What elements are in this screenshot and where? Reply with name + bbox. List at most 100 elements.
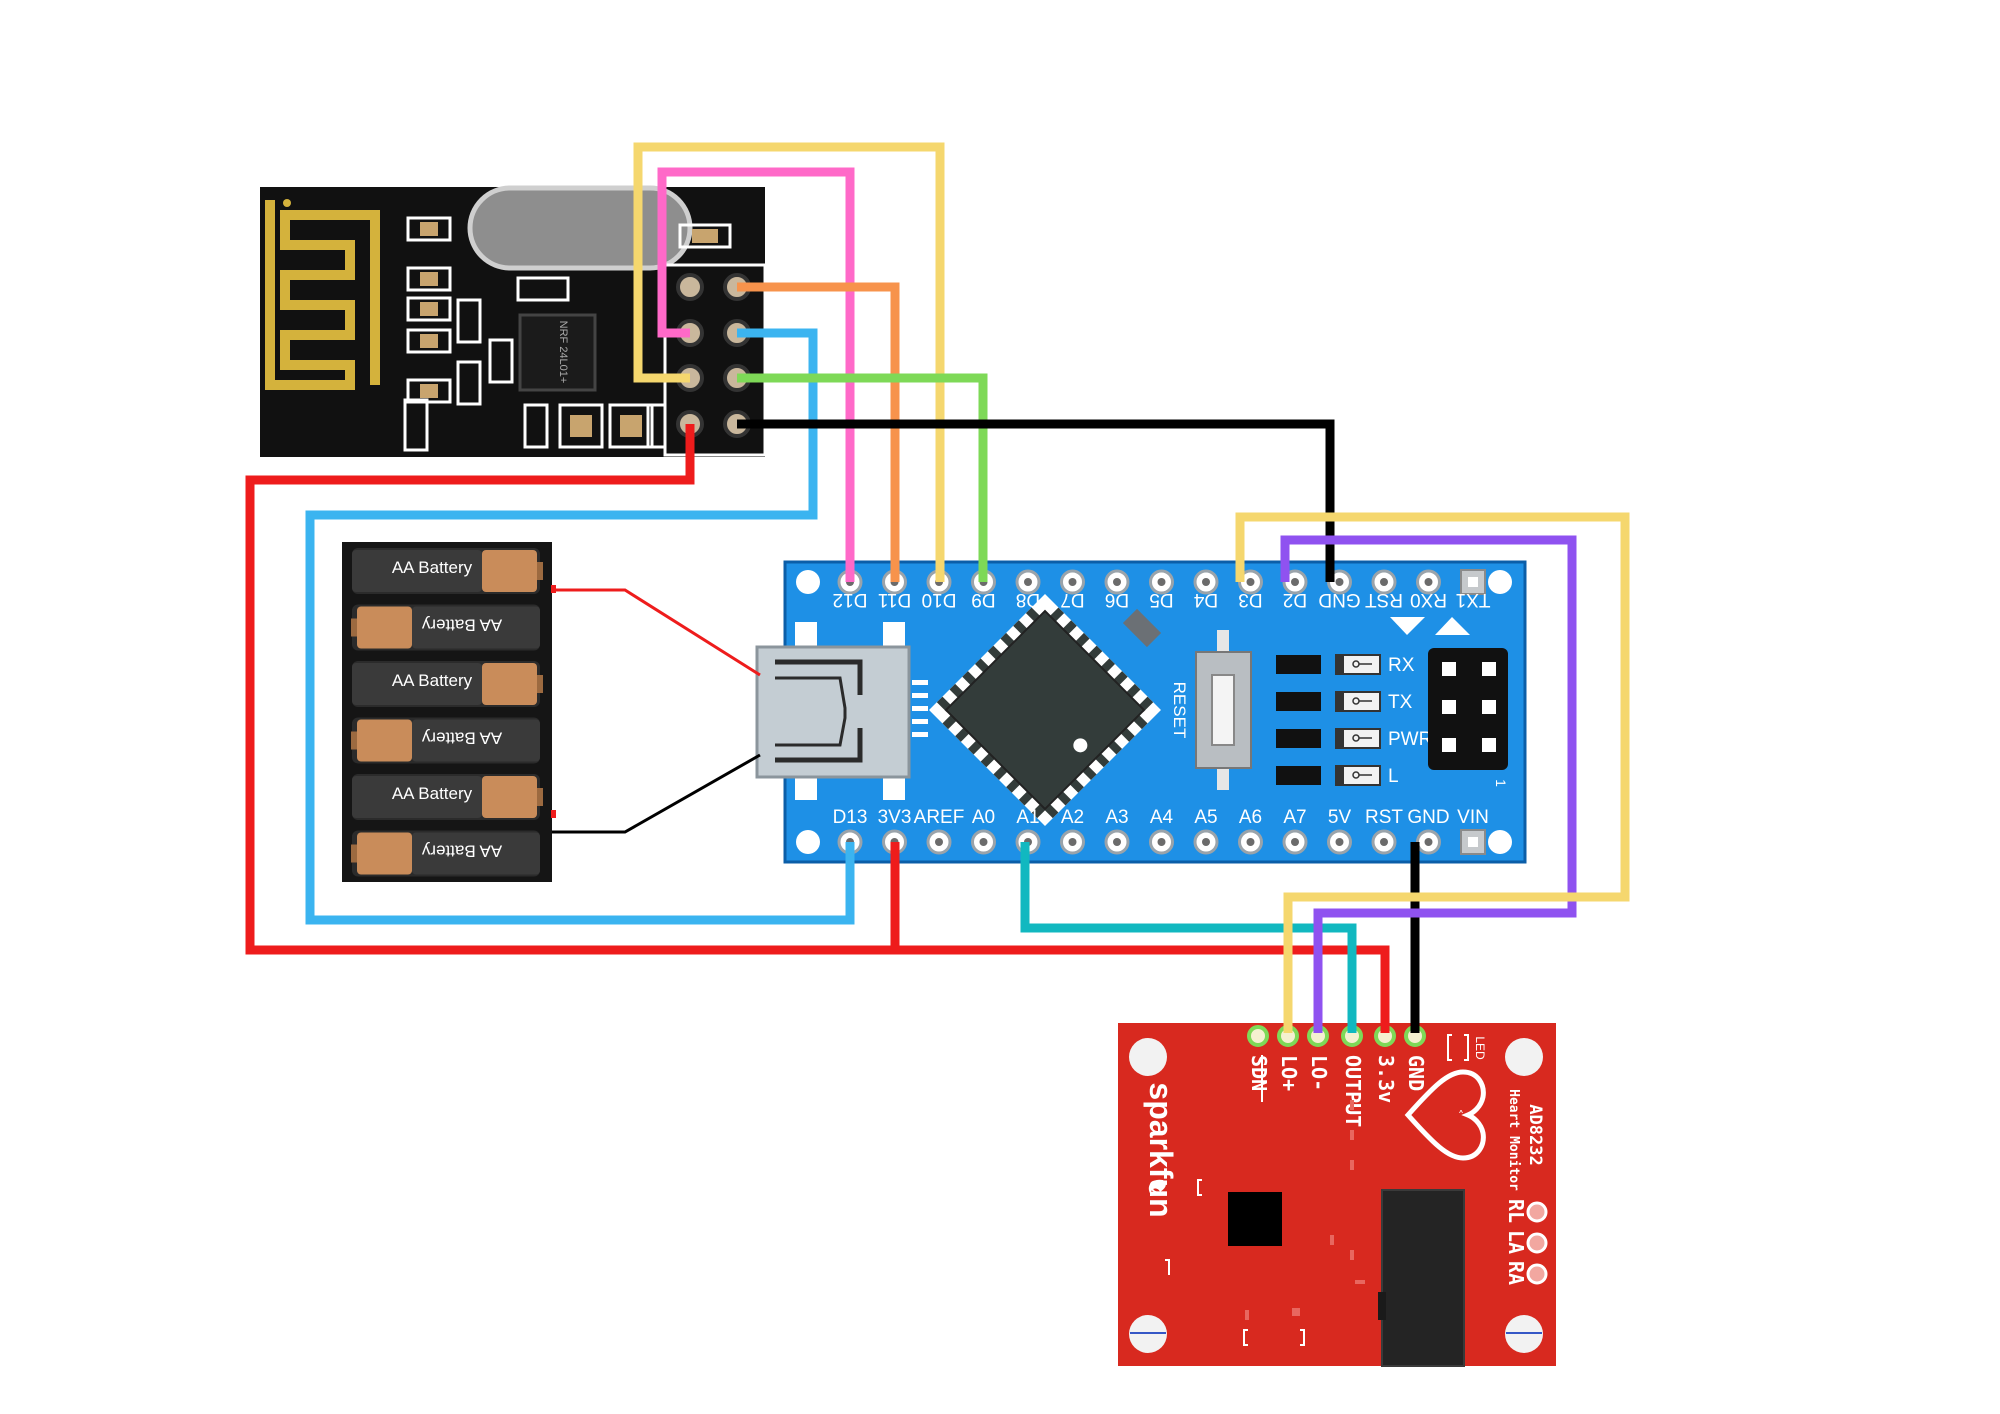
wire-yellow-d3-lo-plus (1235, 512, 1630, 1033)
pin-label-a6: A6 (1239, 807, 1262, 828)
pin-label-5v: 5V (1328, 807, 1352, 828)
electrode-label-la: LA (1504, 1230, 1528, 1254)
battery-label: AA Battery (392, 784, 473, 803)
wire-battery-negative (552, 753, 761, 834)
pin-label-d6: D6 (1105, 589, 1129, 610)
aa-battery: AA Battery (351, 717, 540, 764)
pin-label-vin: VIN (1457, 807, 1489, 828)
pin-label-d3: D3 (1238, 589, 1262, 610)
wire-battery-positive (552, 588, 761, 677)
electrode-jack (1381, 1189, 1465, 1367)
led-resistor (1276, 729, 1321, 748)
sensor-pin-label-3-3v: 3.3v (1374, 1055, 1398, 1103)
pin-label-rst: RST (1365, 807, 1403, 828)
wire-blue-nrf-d13 (305, 328, 855, 925)
pin-label-a1: A1 (1016, 807, 1039, 828)
heart-pulse-glyph: ˄ (1458, 1109, 1464, 1123)
microcontroller-chip (929, 594, 1161, 826)
sensor-pin-label-gnd: GND (1404, 1055, 1428, 1091)
battery-label: AA Battery (421, 616, 502, 635)
pin-label-gnd: GND (1407, 807, 1449, 828)
pin-label-tx1: TX1 (1456, 589, 1491, 610)
sensor-pin-label-sdn: SDN (1247, 1055, 1271, 1091)
pin-label-rst: RST (1365, 589, 1403, 610)
flame-icon (1148, 1179, 1166, 1196)
sensor-pin-sdn (1247, 1025, 1269, 1047)
pin-label-rx0: RX0 (1410, 589, 1447, 610)
nrf24l01-module: NRF 24L01+ (260, 185, 767, 457)
pin-label-a5: A5 (1194, 807, 1217, 828)
pin-label-a0: A0 (972, 807, 995, 828)
sensor-pin-label-lo: LO- (1307, 1055, 1331, 1091)
pin-label-d11: D11 (878, 589, 911, 610)
led-resistor (1276, 766, 1321, 785)
icsp-header (1428, 648, 1508, 770)
sparkfun-logo: sparkfun (1143, 1082, 1179, 1217)
electrode-pad-ra (1526, 1263, 1548, 1285)
pin-label-d2: D2 (1283, 589, 1307, 610)
wire-green-nrf-d9 (737, 373, 988, 582)
icsp-pin-one-label: 1 (1493, 779, 1509, 787)
aa-battery: AA Battery (352, 661, 543, 707)
led-label-rx: RX (1388, 655, 1415, 676)
pin-label-d7: D7 (1060, 589, 1084, 610)
sensor-pin-label-lo-plus: LO+ (1277, 1055, 1301, 1091)
pin-label-d13: D13 (833, 807, 868, 828)
ad8232-ic (1228, 1192, 1282, 1246)
wire-orange-nrf-d11 (737, 282, 900, 582)
electrode-label-ra: RA (1504, 1261, 1528, 1285)
crystal-resonator (1122, 608, 1162, 648)
reset-label: RESET (1170, 682, 1189, 739)
wires (245, 142, 1630, 1033)
heart-icon (1404, 1069, 1486, 1161)
pin-label-gnd: GND (1318, 589, 1360, 610)
electrode-pad-la (1526, 1232, 1548, 1254)
sensor-title: AD8232 (1525, 1104, 1545, 1165)
battery-pack: AA Battery AA Battery AA Battery AA Battery… (342, 542, 561, 882)
reset-button (1195, 630, 1252, 790)
wire-teal-a1-output (1020, 842, 1357, 1033)
electrode-label-rl: RL (1504, 1199, 1528, 1223)
pin-label-a2: A2 (1061, 807, 1084, 828)
pin-label-d10: D10 (922, 589, 957, 610)
wire-yellow-nrf-d10 (633, 142, 945, 582)
battery-label: AA Battery (421, 729, 502, 748)
pin-label-3v3: 3V3 (878, 807, 912, 828)
electrode-pads: RL LA RA (1504, 1199, 1548, 1285)
aa-battery: AA Battery (352, 774, 543, 820)
wire-purple-d2-lo-minus (1280, 535, 1577, 1033)
nrf-chip (518, 313, 597, 392)
led-resistor (1276, 655, 1321, 674)
battery-label: AA Battery (392, 558, 473, 577)
pin-label-a7: A7 (1283, 807, 1306, 828)
crystal (467, 185, 693, 271)
antenna-trace (265, 200, 380, 390)
sensor-subtitle: Heart Monitor (1506, 1089, 1521, 1191)
aa-battery: AA Battery (351, 604, 540, 651)
aa-battery: AA Battery (351, 830, 540, 877)
sensor-pin-label-output: OUTPUT (1341, 1055, 1365, 1127)
pin-label-d4: D4 (1193, 589, 1218, 610)
led-label-pwr: PWR (1388, 729, 1432, 750)
aa-battery: AA Battery (352, 548, 543, 594)
battery-label: AA Battery (421, 842, 502, 861)
led-label-tx: TX (1388, 692, 1413, 713)
pin-label-aref: AREF (914, 807, 965, 828)
sensor-led-label: LED (1473, 1036, 1487, 1060)
pin-label-d12: D12 (833, 589, 868, 610)
tx-arrow-icon (1390, 617, 1425, 635)
pin-label-d5: D5 (1149, 589, 1173, 610)
rx-arrow-icon (1435, 617, 1470, 635)
pin-label-a4: A4 (1150, 807, 1174, 828)
led-resistor (1276, 692, 1321, 711)
wire-pink-nrf-d12 (657, 167, 855, 582)
battery-label: AA Battery (392, 671, 473, 690)
wire-red-nrf-3v3 (245, 424, 900, 955)
pin-label-d9: D9 (971, 589, 995, 610)
wire-red-sensor-3v3 (895, 945, 1390, 1033)
